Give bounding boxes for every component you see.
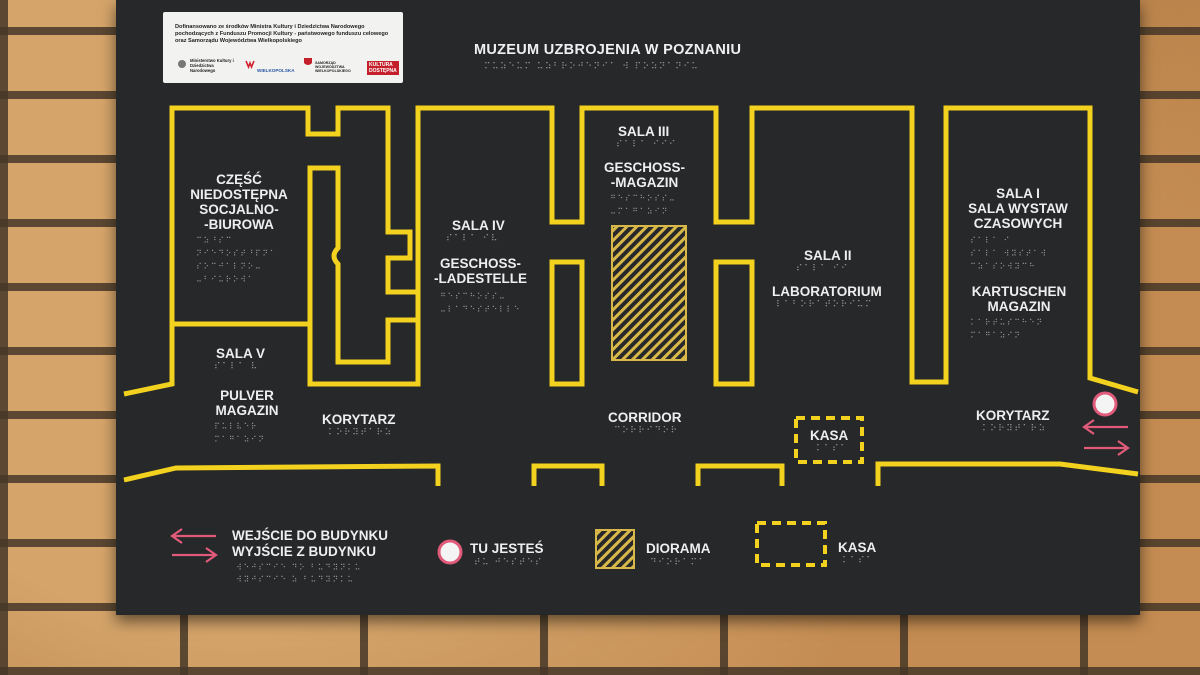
braille-czesc: ⠉⠵⠘⠎⠉ ⠝⠊⠑⠙⠕⠎⠞⠘⠏⠝⠁ ⠎⠕⠉⠚⠁⠇⠝⠕⠤ ⠤⠃⠊⠥⠗⠕⠺⠁ bbox=[196, 236, 277, 284]
diorama-hatch bbox=[611, 225, 687, 361]
legend-kasa-icon bbox=[755, 521, 827, 567]
sponsor-text: Dofinansowano ze środków Ministra Kultur… bbox=[175, 24, 389, 44]
sponsor-logos: Ministerstwo Kultury i Dziedzictwa Narod… bbox=[175, 55, 399, 77]
braille-legend-kasa: ⠅⠁⠎⠁ bbox=[842, 556, 875, 566]
logo-samorzad: SAMORZĄD WOJEWÓDZTWA WIELKOPOLSKIEGO bbox=[315, 61, 351, 73]
label-sala-ii: SALA II bbox=[804, 248, 852, 263]
braille-sala-iii-sub: ⠛⠑⠎⠉⠓⠕⠎⠎⠤ ⠤⠍⠁⠛⠁⠵⠊⠝ bbox=[610, 194, 677, 216]
label-geschoss-magazin: GESCHOSS- -MAGAZIN bbox=[604, 160, 686, 190]
label-czesc-niedostepna: CZĘŚĆ NIEDOSTĘPNA SOCJALNO- -BIUROWA bbox=[190, 172, 288, 232]
braille-sala-iii: ⠎⠁⠇⠁ ⠊⠊⠊ bbox=[616, 140, 678, 150]
wall-sala-ii-pillar bbox=[713, 259, 755, 387]
braille-korytarz-right: ⠅⠕⠗⠽⠞⠁⠗⠵ bbox=[982, 424, 1047, 434]
label-korytarz-right: KORYTARZ bbox=[976, 408, 1050, 423]
legend-arrow-left-icon bbox=[170, 528, 216, 544]
logo-ministry: Ministerstwo Kultury i Dziedzictwa Narod… bbox=[190, 58, 234, 73]
label-kasa: KASA bbox=[810, 428, 849, 443]
braille-sala-ii: ⠎⠁⠇⠁ ⠊⠊ bbox=[796, 264, 849, 274]
entrance-arrows bbox=[170, 419, 1130, 563]
legend-entrance-label: WEJŚCIE DO BUDYNKU WYJŚCIE Z BUDYNKU bbox=[232, 528, 389, 559]
legend-diorama-label: DIORAMA bbox=[646, 541, 711, 556]
braille-legend-diorama: ⠙⠊⠕⠗⠁⠍⠁ bbox=[650, 558, 707, 568]
label-kartuschen-magazin: KARTUSCHEN MAGAZIN bbox=[971, 284, 1067, 314]
braille-legend-you-are-here: ⠞⠥ ⠚⠑⠎⠞⠑⠎ bbox=[474, 558, 544, 568]
braille-korytarz-left: ⠅⠕⠗⠽⠞⠁⠗⠵ bbox=[328, 428, 393, 438]
braille-corridor: ⠉⠕⠗⠗⠊⠙⠕⠗ bbox=[614, 426, 679, 436]
braille-kasa: ⠅⠁⠎⠁ bbox=[816, 444, 849, 454]
braille-sala-iv: ⠎⠁⠇⠁ ⠊⠧ bbox=[446, 234, 499, 244]
wall-sala-iv-pillar bbox=[549, 259, 585, 387]
eagle-emblem-icon bbox=[178, 60, 186, 68]
braille-sala-i: ⠎⠁⠇⠁ ⠊ ⠎⠁⠇⠁ ⠺⠽⠎⠞⠁⠺ ⠉⠵⠁⠎⠕⠺⠽⠉⠓ bbox=[970, 236, 1048, 271]
wielkopolska-logo-icon bbox=[245, 60, 255, 69]
braille-pulver: ⠏⠥⠇⠧⠑⠗ ⠍⠁⠛⠁⠵⠊⠝ bbox=[214, 422, 266, 444]
wall-corridor-north-west bbox=[415, 105, 1139, 395]
map-title: MUZEUM UZBROJENIA W POZNANIU bbox=[474, 42, 742, 58]
wall-south-left bbox=[123, 463, 441, 486]
label-pulver-magazin: PULVER MAGAZIN bbox=[215, 388, 279, 418]
label-sala-i: SALA I SALA WYSTAW CZASOWYCH bbox=[968, 186, 1068, 231]
legend-kasa-label: KASA bbox=[838, 540, 877, 555]
sponsor-plate: Dofinansowano ze środków Ministra Kultur… bbox=[163, 12, 403, 83]
legend-you-are-here-icon bbox=[437, 539, 463, 565]
wall-south-mid-1 bbox=[531, 463, 605, 486]
arrow-right-icon bbox=[1084, 440, 1130, 456]
legend-arrow-right-icon bbox=[172, 547, 218, 563]
braille-sala-iv-sub: ⠛⠑⠎⠉⠓⠕⠎⠎⠤ ⠤⠇⠁⠙⠑⠎⠞⠑⠇⠇⠑ bbox=[440, 292, 521, 314]
label-sala-iii: SALA III bbox=[618, 124, 670, 139]
legend-diorama-icon bbox=[595, 529, 635, 569]
braille-laboratorium: ⠇⠁⠃⠕⠗⠁⠞⠕⠗⠊⠥⠍ bbox=[776, 300, 874, 310]
label-laboratorium: LABORATORIUM bbox=[772, 284, 882, 299]
braille-kartuschen: ⠅⠁⠗⠞⠥⠎⠉⠓⠑⠝ ⠍⠁⠛⠁⠵⠊⠝ bbox=[970, 318, 1044, 340]
legend-you-are-here-label: TU JESTEŚ bbox=[470, 541, 544, 556]
label-sala-iv: SALA IV bbox=[452, 218, 505, 233]
braille-legend-entrance: ⠺⠑⠚⠎⠉⠊⠑ ⠙⠕ ⠃⠥⠙⠽⠝⠅⠥ ⠺⠽⠚⠎⠉⠊⠑ ⠵ ⠃⠥⠙⠽⠝⠅⠥ bbox=[236, 563, 362, 584]
coat-of-arms-icon bbox=[304, 58, 312, 65]
you-are-here-marker bbox=[1092, 391, 1118, 417]
wall-south-right bbox=[875, 461, 1139, 486]
braille-title: ⠍⠥⠵⠑⠥⠍ ⠥⠵⠃⠗⠕⠚⠑⠝⠊⠁ ⠺ ⠏⠕⠵⠝⠁⠝⠊⠥ bbox=[484, 62, 700, 72]
wall-south-mid-2 bbox=[695, 463, 785, 486]
arrow-left-icon bbox=[1082, 419, 1128, 435]
label-geschoss-ladestelle: GESCHOSS- -LADESTELLE bbox=[434, 256, 527, 286]
logo-wielkopolska: WIELKOPOLSKA bbox=[257, 68, 295, 73]
braille-sala-v: ⠎⠁⠇⠁ ⠧ bbox=[214, 362, 259, 372]
wall-west-block bbox=[123, 105, 421, 397]
label-corridor: CORRIDOR bbox=[608, 410, 682, 425]
label-sala-v: SALA V bbox=[216, 346, 266, 361]
label-korytarz-left: KORYTARZ bbox=[322, 412, 396, 427]
kasa-dashed-box bbox=[794, 416, 864, 464]
logo-kultura-dostepna: KULTURA DOSTĘPNA bbox=[367, 61, 399, 75]
